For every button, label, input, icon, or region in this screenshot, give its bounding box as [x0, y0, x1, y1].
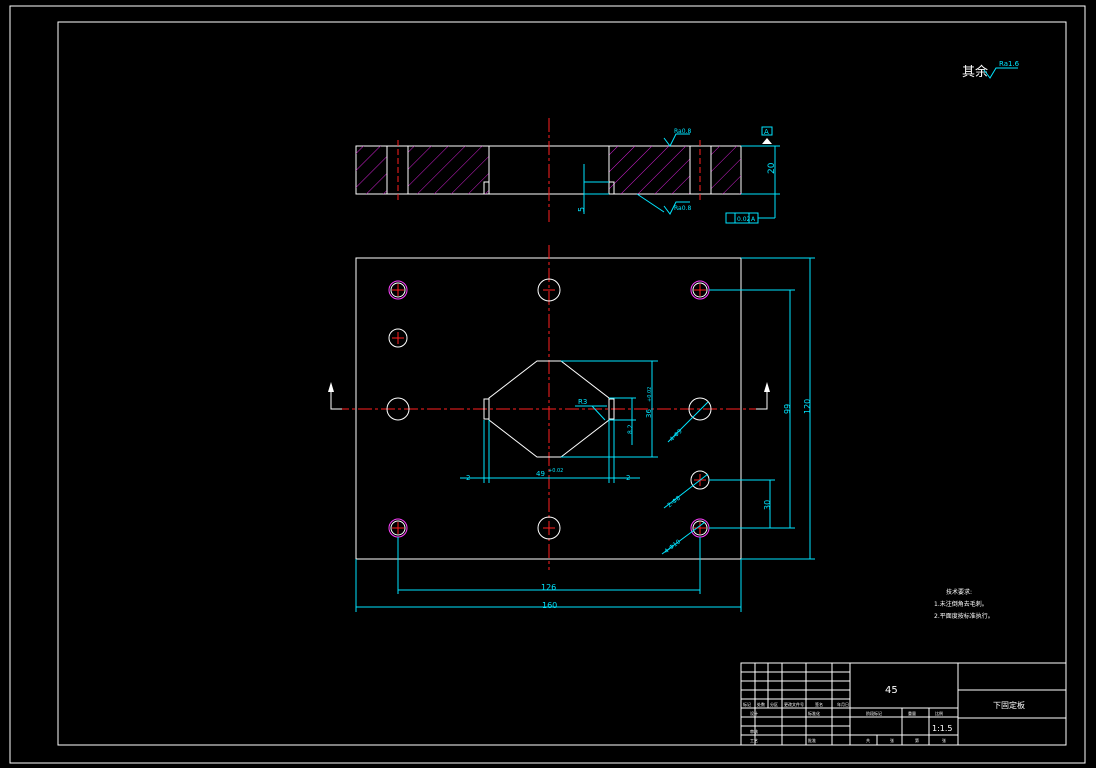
dim-8-2: 8.2: [627, 424, 634, 434]
surface-roughness-note: 其余 Ra1.6: [962, 60, 1020, 80]
hole-note-a: 4-Φ9: [668, 428, 683, 443]
dim-opening-49: 49: [536, 470, 545, 478]
hole-note-b: 2-Φ8: [666, 495, 682, 510]
inner-border: [57, 21, 1067, 746]
dim-left-2: 2: [466, 474, 470, 482]
tb-label-0: 标记: [743, 701, 751, 707]
tech-req-2: 2.平面度按标准执行。: [934, 612, 994, 620]
dim-right-2: 2: [626, 474, 630, 482]
tb-label-4: 签名: [815, 701, 823, 707]
flatness-datum: A: [751, 216, 756, 223]
tech-req-1: 1.未注倒角去毛刺。: [934, 600, 988, 608]
title-block-labels: 标记 处数 分区 更改文件号 签名 年月日 设计 标准化 审核 工艺 批准 阶段…: [743, 701, 946, 743]
title-material: 45: [885, 685, 898, 696]
tb-right-2: 比例: [935, 710, 943, 716]
title-block: [740, 662, 1067, 746]
tb-label-7: 标准化: [808, 710, 820, 716]
dim-span-126: 126: [541, 583, 556, 592]
hole-note-c: 4-Φ10: [663, 538, 682, 555]
tb-right-5: 第: [915, 737, 919, 743]
dim-opening-36: 36: [645, 409, 653, 418]
dim-opening-36-tol: +0.02: [647, 387, 653, 402]
dim-radius-r3: R3: [578, 398, 587, 406]
tb-right-4: 张: [890, 737, 894, 743]
tb-label-6: 设计: [750, 710, 758, 716]
title-part-name: 下固定板: [993, 700, 1025, 710]
tb-label-3: 更改文件号: [784, 701, 804, 707]
roughness-top: Ra0.8: [674, 128, 691, 135]
flatness-value: 0.02: [737, 216, 751, 223]
technical-requirements: 技术要求: 1.未注倒角去毛刺。 2.平面度按标准执行。: [934, 588, 994, 620]
tb-label-5: 年月日: [837, 701, 849, 707]
dim-opening-49-tol: +0.02: [548, 468, 563, 474]
hole-circles: [386, 278, 712, 540]
outer-border: [9, 5, 1086, 764]
dim-thickness: 20: [767, 162, 777, 174]
roughness-bottom: Ra0.8: [674, 205, 691, 212]
dim-height-120: 120: [803, 399, 812, 414]
tb-label-1: 处数: [757, 701, 765, 707]
dim-width-160: 160: [542, 601, 557, 610]
tb-right-1: 重量: [908, 710, 916, 716]
tb-label-10: 批准: [808, 737, 816, 743]
tb-label-2: 分区: [770, 701, 778, 707]
surface-note-ra: Ra1.6: [999, 60, 1020, 68]
dim-step-depth: 5: [577, 207, 586, 212]
tb-right-0: 阶段标记: [866, 710, 882, 716]
surface-note-prefix: 其余: [962, 64, 988, 80]
tb-label-8: 审核: [750, 728, 758, 734]
tech-req-title: 技术要求:: [946, 588, 972, 596]
datum-label: A: [764, 128, 769, 136]
title-scale: 1:1.5: [932, 724, 953, 733]
tb-label-9: 工艺: [750, 738, 758, 743]
dim-span-30: 30: [763, 500, 772, 510]
plan-view: 126 160 120 99 30 2 2 49 +0.02 36 +0.02 …: [328, 245, 815, 612]
tb-right-6: 张: [942, 737, 946, 743]
section-view: 5 20 Ra0.8 Ra0.8 A 0.02 A: [355, 118, 780, 224]
dim-span-99: 99: [783, 404, 792, 414]
tb-right-3: 共: [866, 737, 870, 743]
